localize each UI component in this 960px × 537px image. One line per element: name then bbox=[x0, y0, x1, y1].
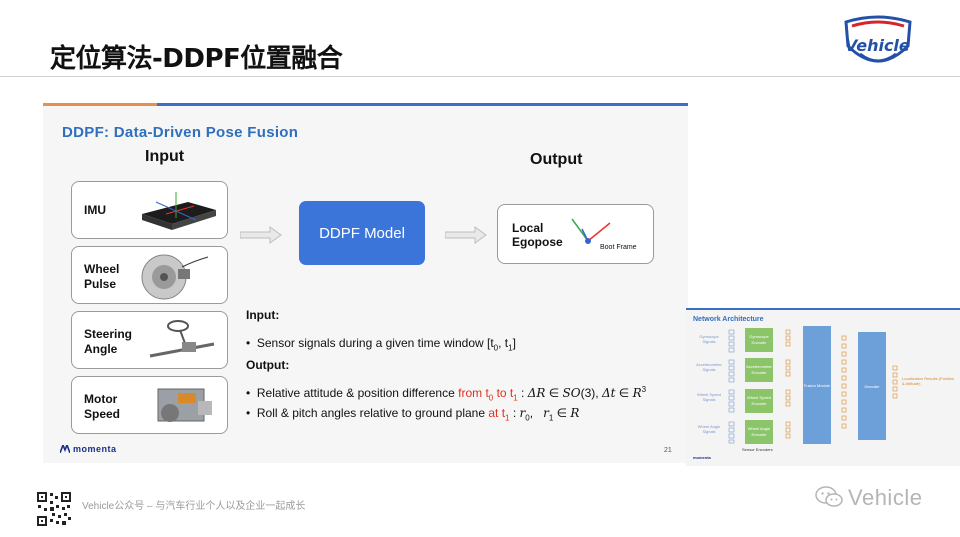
arch-input-label: Wheel Speed Signals bbox=[693, 392, 725, 402]
arch-encoder: Gyroscope Encoder bbox=[745, 328, 773, 352]
arch-decoder: Decoder bbox=[858, 332, 886, 440]
arch-encoder: Accelerometer Encoder bbox=[745, 358, 773, 382]
footer-text: Vehicle公众号 – 与汽车行业个人以及企业一起成长 bbox=[82, 497, 305, 512]
arch-input-signals bbox=[726, 328, 742, 444]
output-heading: Output bbox=[530, 151, 582, 169]
slide-accent-bar-orange bbox=[43, 103, 157, 106]
arch-title: Network Architecture bbox=[693, 316, 764, 323]
wheel-pulse-image bbox=[138, 251, 222, 301]
sensor-box-imu: IMU bbox=[71, 181, 228, 239]
arch-input-label: Wheel Angle Signals bbox=[693, 424, 725, 434]
output-label: Output: bbox=[246, 358, 289, 372]
boot-frame-label: Boot Frame bbox=[600, 244, 637, 251]
arch-input-label: Accelerometer Signals bbox=[693, 362, 725, 372]
title-divider bbox=[0, 76, 960, 77]
slide-heading: DDPF: Data-Driven Pose Fusion bbox=[62, 124, 298, 141]
steering-angle-image bbox=[142, 316, 222, 366]
sensor-label: IMU bbox=[84, 203, 106, 218]
page-number: 21 bbox=[664, 447, 672, 454]
arrow-right-icon bbox=[240, 226, 282, 244]
output-bullet-1: • Relative attitude & position differenc… bbox=[246, 385, 646, 402]
arch-input-label: Gyroscope Signals bbox=[693, 334, 725, 344]
footer-brand: Vehicle bbox=[848, 485, 922, 511]
arch-brand: momenta bbox=[693, 455, 711, 460]
arch-result-cells bbox=[891, 364, 901, 404]
axes-icon bbox=[566, 213, 616, 247]
arch-encoder-outputs bbox=[777, 328, 803, 444]
arch-encoder: Wheel Speed Encoder bbox=[745, 389, 773, 413]
arch-fusion-outputs bbox=[834, 332, 858, 440]
momenta-mark-icon bbox=[60, 445, 70, 453]
wechat-icon bbox=[814, 485, 844, 509]
input-label: Input: bbox=[246, 308, 279, 322]
arrow-right-icon bbox=[445, 226, 487, 244]
arch-fusion-module: Fusion Module bbox=[803, 326, 831, 444]
arch-encoder: Wheel Angle Encoder bbox=[745, 420, 773, 444]
output-bullet-2: • Roll & pitch angles relative to ground… bbox=[246, 406, 579, 422]
arch-result-label: Localization Results (Position & Attitud… bbox=[902, 376, 958, 386]
input-bullet: • Sensor signals during a given time win… bbox=[246, 336, 516, 352]
imu-image bbox=[136, 188, 222, 234]
qr-code-icon bbox=[36, 491, 72, 527]
slide-accent-bar-blue bbox=[157, 103, 688, 106]
momenta-logo: momenta bbox=[60, 444, 117, 454]
ddpf-model-box: DDPF Model bbox=[299, 201, 425, 265]
input-heading: Input bbox=[145, 148, 184, 166]
logo-text: Vehicle bbox=[845, 36, 910, 55]
page-title: 定位算法-DDPF位置融合 bbox=[50, 38, 342, 75]
arch-sensor-encoders-label: Sensor Encoders bbox=[742, 447, 773, 452]
motor-speed-image bbox=[148, 381, 222, 431]
